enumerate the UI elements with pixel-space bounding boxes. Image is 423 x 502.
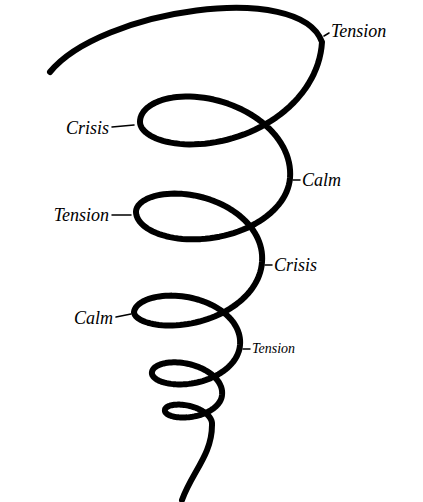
leader-line (112, 125, 134, 127)
leader-line (324, 33, 329, 36)
phase-label: Crisis (66, 119, 109, 137)
leader-line (116, 314, 131, 317)
phase-label: Tension (54, 206, 109, 224)
leader-line (293, 179, 300, 181)
leader-line (265, 264, 272, 266)
phase-label: Calm (74, 309, 113, 327)
phase-label: Tension (252, 342, 295, 356)
phase-label: Crisis (274, 256, 317, 274)
spiral-line (50, 8, 322, 500)
leader-line (112, 214, 131, 216)
phase-label: Tension (331, 22, 386, 40)
leader-line (243, 348, 250, 350)
phase-label: Calm (302, 171, 341, 189)
